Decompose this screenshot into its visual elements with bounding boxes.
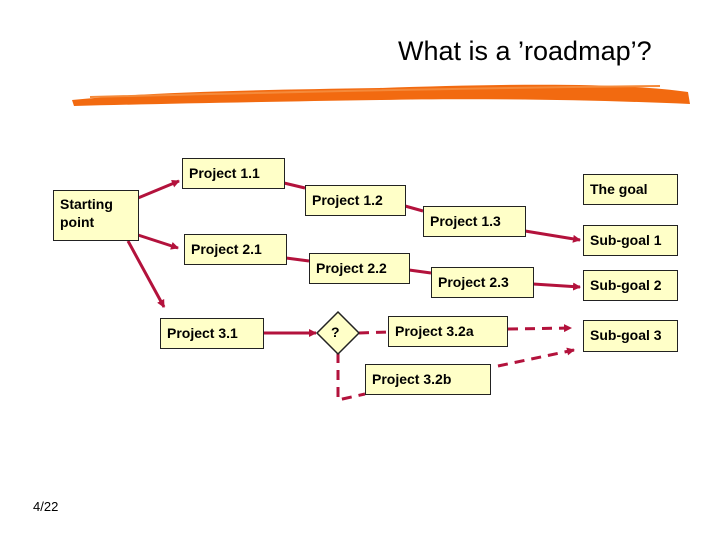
dashed-arrow-p32a-to-sg3 [507, 324, 572, 333]
dashed-arrow-p32b-to-sg3 [497, 347, 575, 368]
slide-title: What is a ’roadmap’? [398, 36, 652, 66]
orange-brushstroke-streak [89, 85, 661, 98]
node-project-3-1: Project 3.1 [160, 318, 264, 349]
arrow-start-to-p31 [126, 240, 166, 308]
arrow-start-to-p11 [137, 179, 180, 200]
node-project-2-1: Project 2.1 [184, 234, 287, 265]
line-p12-to-p13 [404, 204, 424, 213]
node-project-2-2: Project 2.2 [309, 253, 410, 284]
node-project-2-3: Project 2.3 [431, 267, 534, 298]
node-project-3-2b: Project 3.2b [365, 364, 491, 395]
line-p11-to-p12 [283, 181, 306, 190]
node-sub-goal-3: Sub-goal 3 [583, 320, 678, 352]
node-sub-goal-2: Sub-goal 2 [583, 270, 678, 301]
page-number: 4/22 [33, 499, 59, 514]
node-project-1-2: Project 1.2 [305, 185, 406, 216]
decision-label: ? [331, 324, 340, 340]
arrow-p23-to-sg2 [532, 282, 581, 291]
dashed-decision-to-p32b [336, 353, 366, 402]
node-project-3-2a: Project 3.2a [388, 316, 508, 347]
arrow-p13-to-sg1 [524, 229, 581, 243]
line-p22-to-p23 [408, 268, 432, 275]
node-project-1-1: Project 1.1 [182, 158, 285, 189]
node-sub-goal-1: Sub-goal 1 [583, 225, 678, 256]
line-p21-to-p22 [285, 256, 310, 263]
dashed-decision-to-p32a [358, 330, 389, 335]
decision-diamond [315, 310, 361, 356]
orange-brushstroke [72, 84, 690, 106]
node-starting-point: Starting point [53, 190, 139, 241]
node-the-goal: The goal [583, 174, 678, 205]
arrow-start-to-p21 [137, 233, 179, 250]
node-project-1-3: Project 1.3 [423, 206, 526, 237]
